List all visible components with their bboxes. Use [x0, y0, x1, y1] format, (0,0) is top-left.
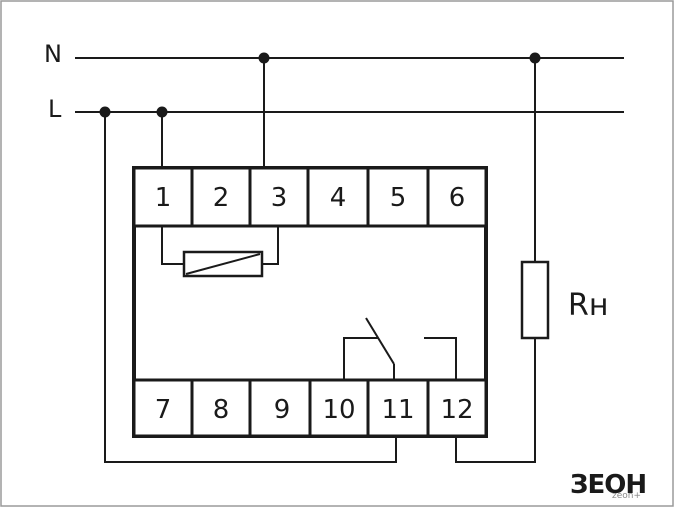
wire-terminal-12-to-load [455, 338, 536, 463]
terminal-6-cell [426, 166, 488, 228]
terminal-10-cell [308, 378, 370, 438]
terminal-number: 2 [213, 183, 230, 213]
coil-diagonal [185, 253, 261, 275]
live-label: L [48, 95, 62, 123]
contact-nc-wire [424, 337, 457, 380]
terminal-number: 6 [449, 183, 466, 213]
terminal-11-cell [366, 378, 430, 438]
terminal-number: 5 [390, 183, 407, 213]
terminal-row-top: 1 2 3 4 5 6 [132, 166, 488, 228]
wire-live-to-terminal-11 [104, 112, 397, 463]
logo-subtext: zeon+ [612, 491, 641, 501]
terminal-number: 8 [213, 395, 230, 425]
terminal-number: 7 [155, 395, 172, 425]
terminal-number: 3 [271, 183, 288, 213]
terminal-8-cell [190, 378, 252, 438]
terminal-4-cell [306, 166, 370, 228]
terminal-2-cell [190, 166, 252, 228]
load-label: Rн [568, 288, 608, 323]
terminal-9-cell [248, 378, 312, 438]
terminal-number: 11 [381, 395, 414, 425]
logo-text: ЗЕОН [570, 470, 646, 500]
junction-dot [529, 52, 541, 64]
load-resistor [520, 260, 550, 340]
coil-lead-left [161, 227, 184, 265]
terminal-1-cell [132, 166, 194, 228]
terminal-number: 10 [322, 395, 355, 425]
terminal-number: 9 [274, 395, 291, 425]
brand-logo: ЗЕОН zeon+ [570, 470, 647, 501]
switch-arm [365, 317, 395, 365]
neutral-label: N [44, 40, 62, 68]
junction-dot [258, 52, 270, 64]
terminal-row-bottom: 7 8 9 10 11 12 [132, 378, 488, 438]
contact-common-wire [343, 337, 378, 380]
terminal-number: 12 [440, 395, 473, 425]
junction-dot [99, 106, 111, 118]
coil-lead-right [262, 227, 279, 265]
junction-dot [156, 106, 168, 118]
terminal-number: 1 [155, 183, 172, 213]
terminal-number: 4 [330, 183, 347, 213]
